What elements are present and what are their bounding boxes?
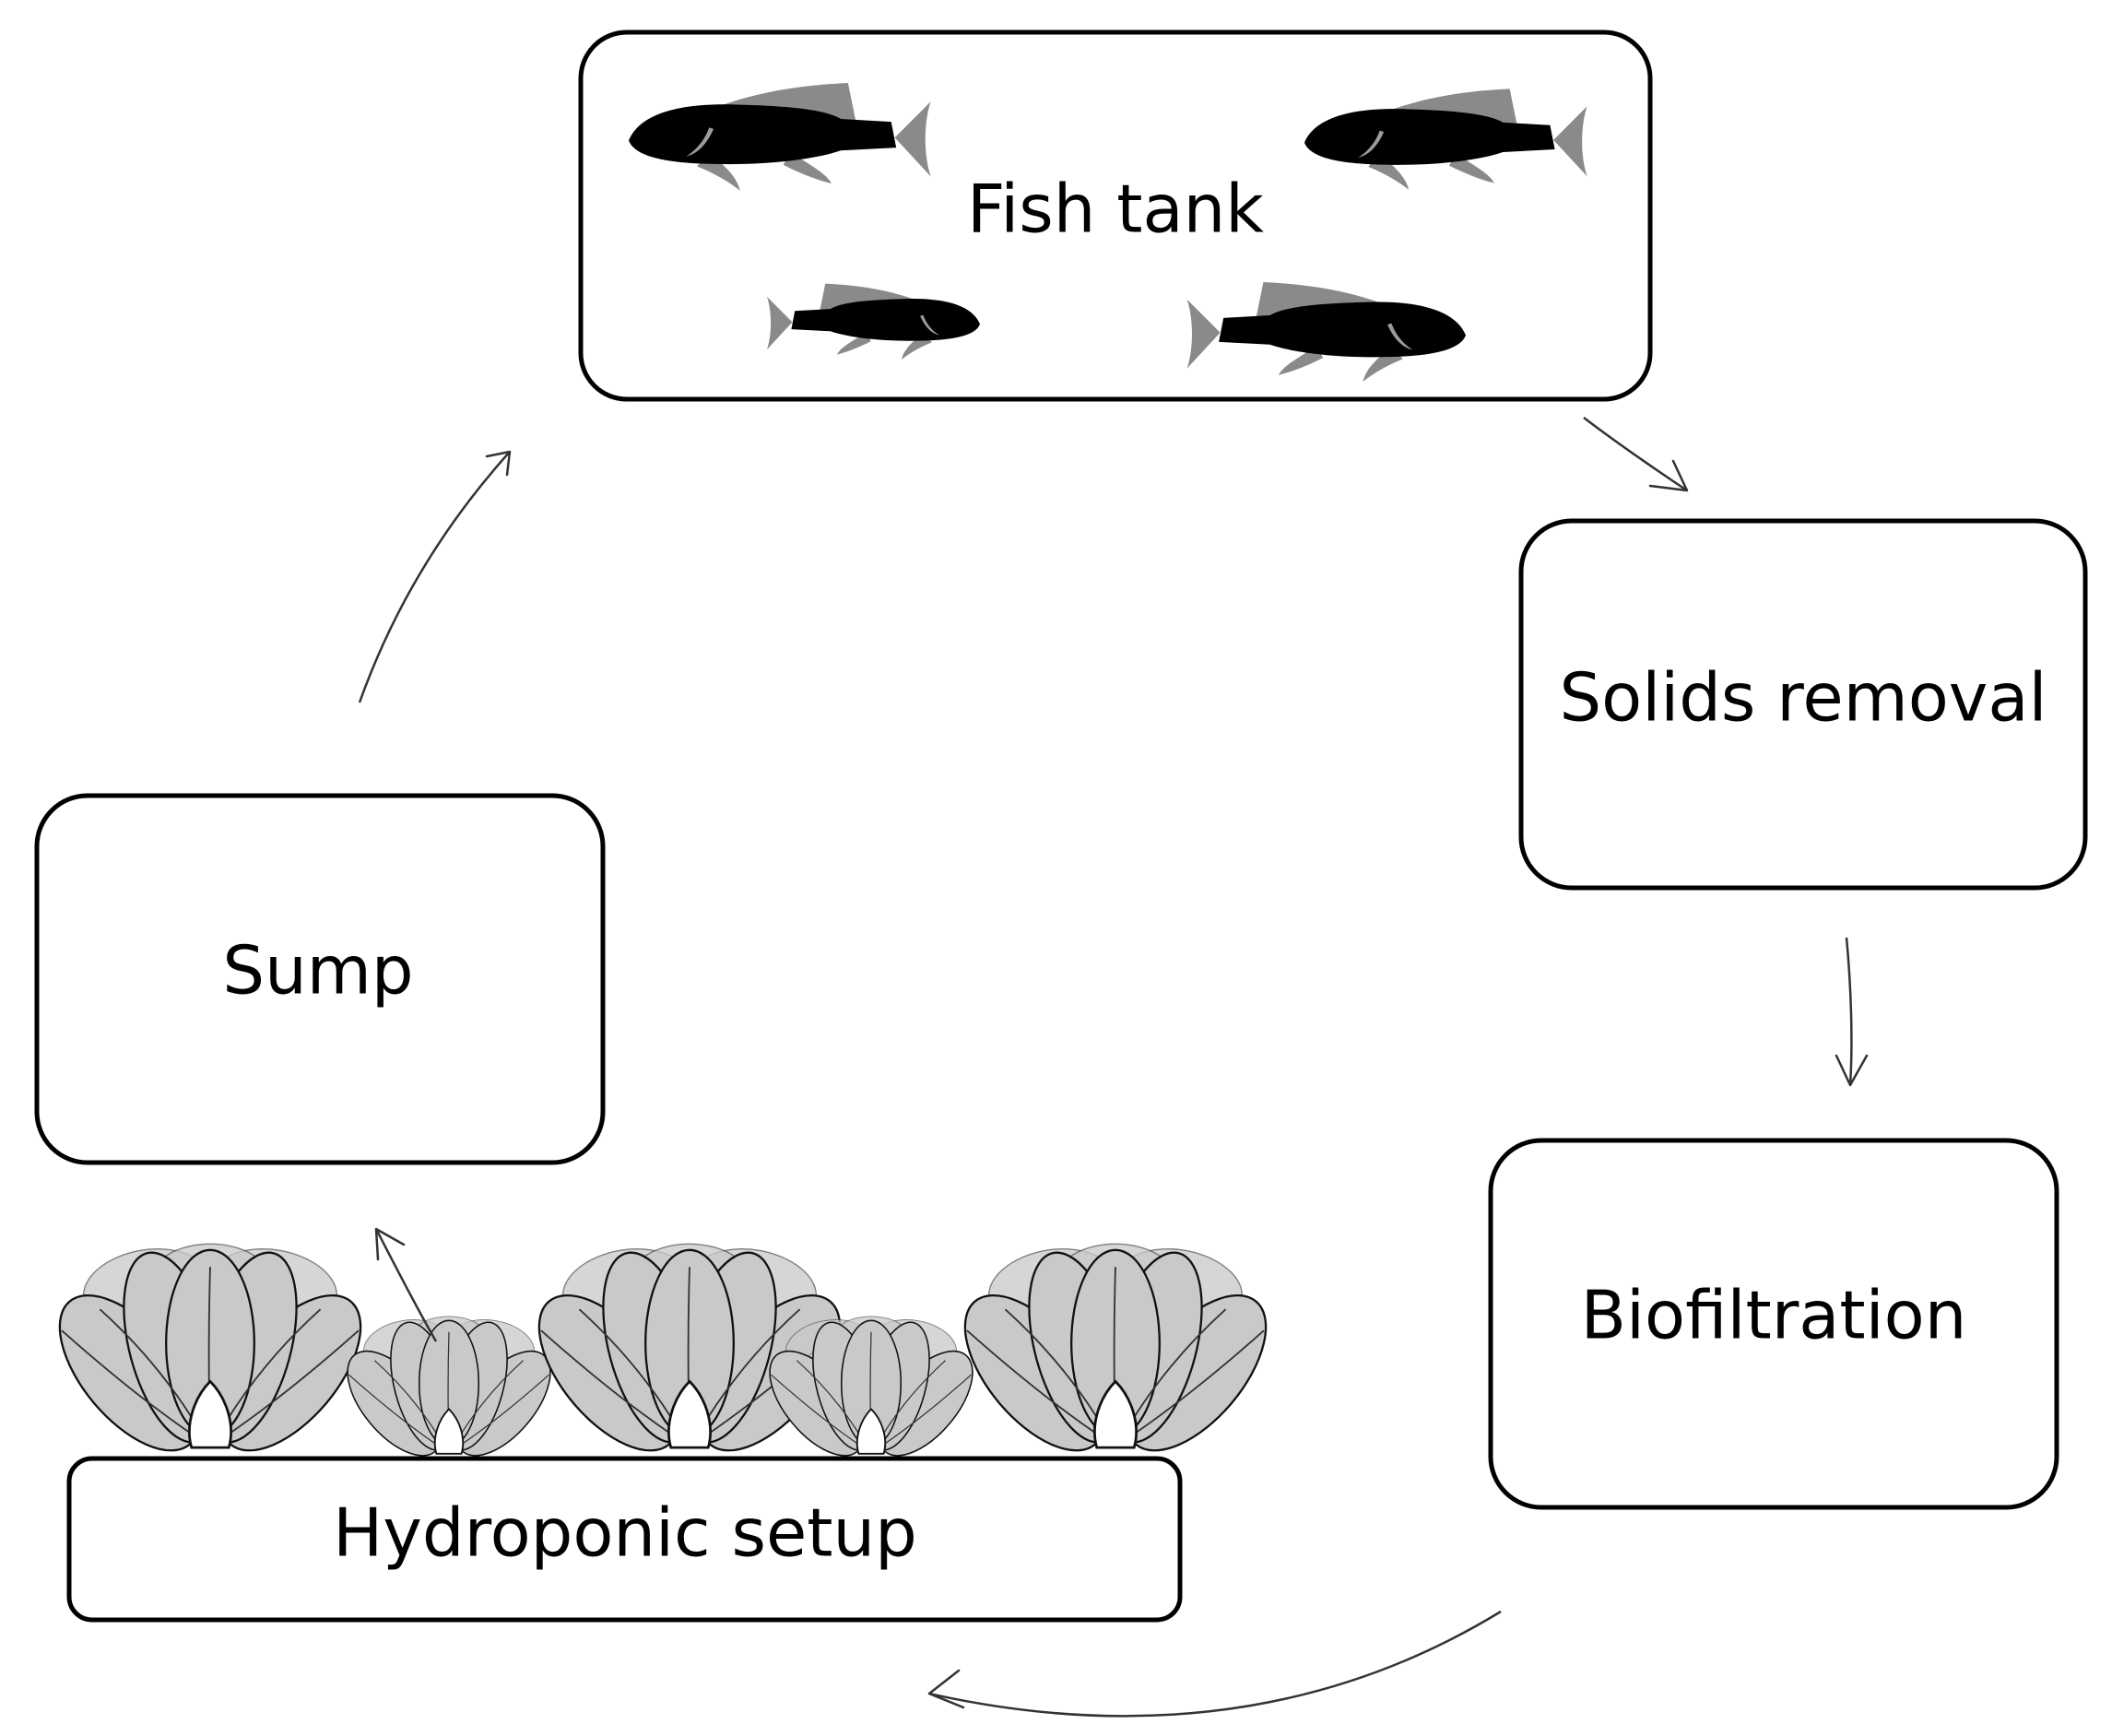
hydroponic-setup-box — [66, 1456, 1183, 1623]
plant-icon — [329, 1312, 569, 1473]
arrow-biofiltration-to-hydroponic-setup — [927, 1610, 1502, 1718]
arrow-sump-to-fish-tank — [358, 450, 512, 703]
hydroponic-setup-node: Hydroponic setup — [66, 1456, 1183, 1623]
sump-node: Sump — [34, 793, 606, 1165]
plant-icon — [938, 1238, 1293, 1476]
arrow-fish-tank-to-solids-removal — [1583, 417, 1689, 492]
sump-label: Sump — [222, 932, 413, 1010]
solids-removal-node: Solids removal — [1518, 518, 2088, 891]
arrow-hydroponic-setup-to-sump — [374, 1227, 438, 1342]
fish-tank-label: Fish tank — [967, 171, 1264, 248]
sump-box — [34, 793, 606, 1165]
fish-tank-node: Fish tank — [578, 30, 1653, 402]
hydroponic-setup-label: Hydroponic setup — [333, 1494, 917, 1572]
plants-row — [32, 1238, 1293, 1476]
biofiltration-node: Biofiltration — [1488, 1138, 2059, 1510]
biofiltration-label: Biofiltration — [1581, 1277, 1967, 1354]
plant-icon — [32, 1238, 388, 1476]
solids-removal-box — [1518, 518, 2088, 891]
solids-removal-label: Solids removal — [1559, 659, 2047, 737]
biofiltration-box — [1488, 1138, 2059, 1510]
arrow-solids-removal-to-biofiltration — [1835, 937, 1869, 1087]
